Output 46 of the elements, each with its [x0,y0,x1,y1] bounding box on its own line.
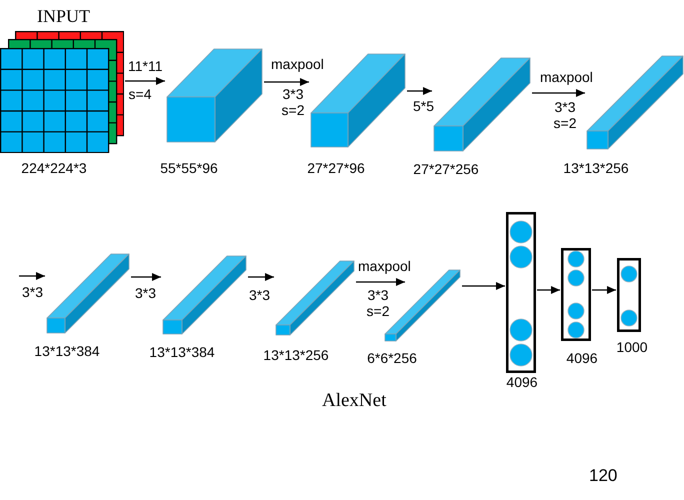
arrow [356,278,405,286]
cuboid-block [162,255,247,335]
layer-size-label: 224*224*3 [21,160,87,176]
neuron-column [561,248,591,341]
edge-label: 3*3 [135,285,156,301]
layer-size-label: 13*13*384 [149,344,215,360]
neuron-column [506,212,536,373]
pool-params-label: 3*3 s=2 [280,86,306,118]
pool-params-label: 3*3 s=2 [552,99,578,131]
layer-size-label: 1000 [616,339,648,355]
arrow [592,286,616,294]
figure-caption: AlexNet [322,390,386,412]
layer-size-label: 13*13*256 [263,347,329,363]
edge-label: 5*5 [413,98,434,114]
layer-size-label: 13*13*256 [563,160,629,176]
page-number: 120 [589,466,618,486]
layer-size-label: 13*13*384 [34,343,100,359]
stride-label: s=4 [128,86,152,102]
layer-size-label: 4096 [566,350,598,366]
pool-params-label: 3*3 s=2 [366,287,390,319]
arrow [462,282,505,290]
arrow [248,273,274,281]
arrow [19,272,45,280]
edge-label: 3*3 [22,284,44,300]
input-heading: INPUT [37,6,90,26]
arrow [407,87,432,95]
arrow [131,273,161,281]
arrow [125,77,165,85]
arrow [537,286,560,294]
cuboid-block [46,253,130,334]
edge-label: 11*11 [128,58,163,74]
edge-label: 3*3 [249,287,270,303]
cuboid-block [166,48,263,143]
arrow [532,89,585,97]
layer-size-label: 27*27*96 [307,160,365,176]
neuron-column [617,258,641,332]
layer-size-label: 4096 [506,374,538,390]
layer-size-label: 6*6*256 [367,350,417,366]
edge-label: maxpool [271,56,324,72]
arrow [264,78,309,86]
cuboid-block [433,57,531,152]
layer-size-label: 27*27*256 [413,161,479,177]
edge-label: maxpool [358,258,411,274]
cuboid-block [275,260,355,336]
layer-size-label: 55*55*96 [160,160,218,176]
edge-label: maxpool [540,69,593,85]
